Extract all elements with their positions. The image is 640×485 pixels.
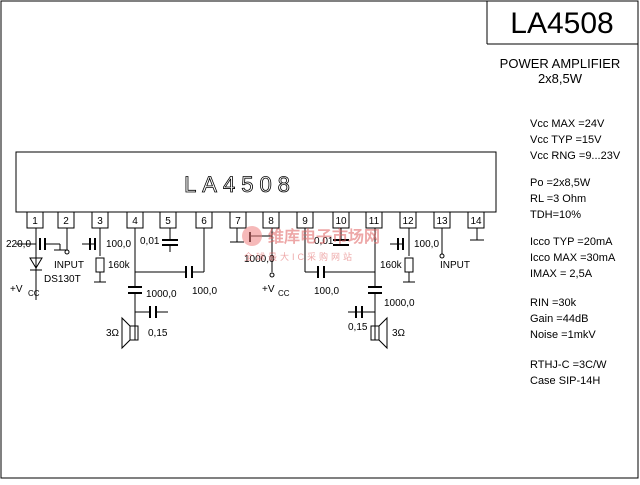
pin14-ground (470, 228, 484, 241)
spec-line: Po =2x8,5W (530, 177, 591, 189)
diode-label: DS130T (44, 274, 81, 285)
pin2-input (64, 228, 70, 255)
spec-line: RTHJ-C =3C/W (530, 359, 607, 371)
cap-001-right-label: 0,01 (314, 236, 334, 247)
watermark-line-2: 全球最大IC采购网站 (244, 251, 355, 262)
pin-box (399, 211, 417, 229)
pin5-network (162, 228, 178, 252)
spec-line: Gain =44dB (530, 313, 588, 325)
pin-number: 9 (302, 216, 308, 227)
pin-box (262, 211, 280, 229)
speaker-right-label: 3Ω (392, 328, 406, 339)
cap-100-pin3-label: 100,0 (106, 239, 131, 250)
pin-box (57, 211, 75, 229)
pin-number: 2 (63, 216, 69, 227)
pin-box (229, 211, 247, 229)
spec-list: Vcc MAX =24V Vcc TYP =15V Vcc RNG =9...23V… (530, 118, 621, 387)
cap-015-right-label: 0,15 (348, 322, 368, 333)
ic-body (15, 151, 497, 213)
ic-label: LA4508 (184, 172, 296, 197)
watermark-line-1: 维库电子市场网 (268, 227, 380, 246)
pin-box (159, 211, 177, 229)
pin9-11-network (304, 228, 388, 350)
pin-number: 14 (470, 216, 482, 227)
pin1-network (16, 228, 66, 300)
cap-220-label: 220,0 (6, 239, 31, 250)
pin-number: 1 (32, 216, 38, 227)
vcc-left-sub: CC (28, 289, 40, 298)
spec-line: TDH=10% (530, 209, 581, 221)
vcc-left-label: +V (10, 284, 23, 295)
part-number-title: LA4508 (510, 7, 613, 40)
cap-015-left-label: 0,15 (148, 328, 168, 339)
spec-line: Icco MAX =30mA (530, 252, 616, 264)
pin-box (467, 211, 485, 229)
pin-number: 3 (97, 216, 103, 227)
spec-line: Case SIP-14H (530, 375, 600, 387)
cap-1000-mid-label: 1000,0 (244, 254, 275, 265)
pin-number: 10 (335, 216, 347, 227)
cap-001-left-label: 0,01 (140, 236, 160, 247)
cap-100-left-fb-label: 100,0 (192, 286, 217, 297)
vcc-mid-sub: CC (278, 289, 290, 298)
input-left-label: INPUT (54, 260, 84, 271)
watermark: 维库电子市场网 全球最大IC采购网站 (242, 226, 380, 262)
pin-number: 6 (201, 216, 207, 227)
input-right-label: INPUT (440, 260, 470, 271)
pin-number: 8 (268, 216, 274, 227)
spec-line: Icco TYP =20mA (530, 236, 613, 248)
res-160k-left-label: 160k (108, 260, 131, 271)
pin12-network (390, 228, 415, 283)
subtitle-line-1: POWER AMPLIFIER (500, 56, 621, 71)
spec-line: IMAX = 2,5A (530, 268, 593, 280)
pin13-input (439, 228, 445, 259)
cap-1000-left-label: 1000,0 (146, 289, 177, 300)
pin3-network (82, 228, 106, 283)
spec-line: Vcc RNG =9...23V (530, 150, 621, 162)
res-160k-right-label: 160k (380, 260, 403, 271)
cap-100-pin12-label: 100,0 (414, 239, 439, 250)
pin-number: 13 (436, 216, 448, 227)
spec-line: Vcc TYP =15V (530, 134, 602, 146)
spec-line: Noise =1mkV (530, 329, 596, 341)
spec-line: RIN =30k (530, 297, 577, 309)
pin-number: 5 (165, 216, 171, 227)
cap-100-right-fb-label: 100,0 (314, 286, 339, 297)
cap-1000-right-label: 1000,0 (384, 298, 415, 309)
pin-number: 12 (402, 216, 414, 227)
pin-number: 11 (369, 216, 380, 227)
pin-box (365, 211, 383, 229)
spec-line: Vcc MAX =24V (530, 118, 605, 130)
pin-number: 7 (235, 216, 241, 227)
vcc-mid-label: +V (262, 284, 275, 295)
pin-box (26, 211, 44, 229)
subtitle-line-2: 2x8,5W (538, 71, 583, 86)
pin-number: 4 (132, 216, 138, 227)
spec-line: RL =3 Ohm (530, 193, 586, 205)
pin4-output-network (121, 228, 205, 350)
speaker-left-label: 3Ω (106, 328, 120, 339)
